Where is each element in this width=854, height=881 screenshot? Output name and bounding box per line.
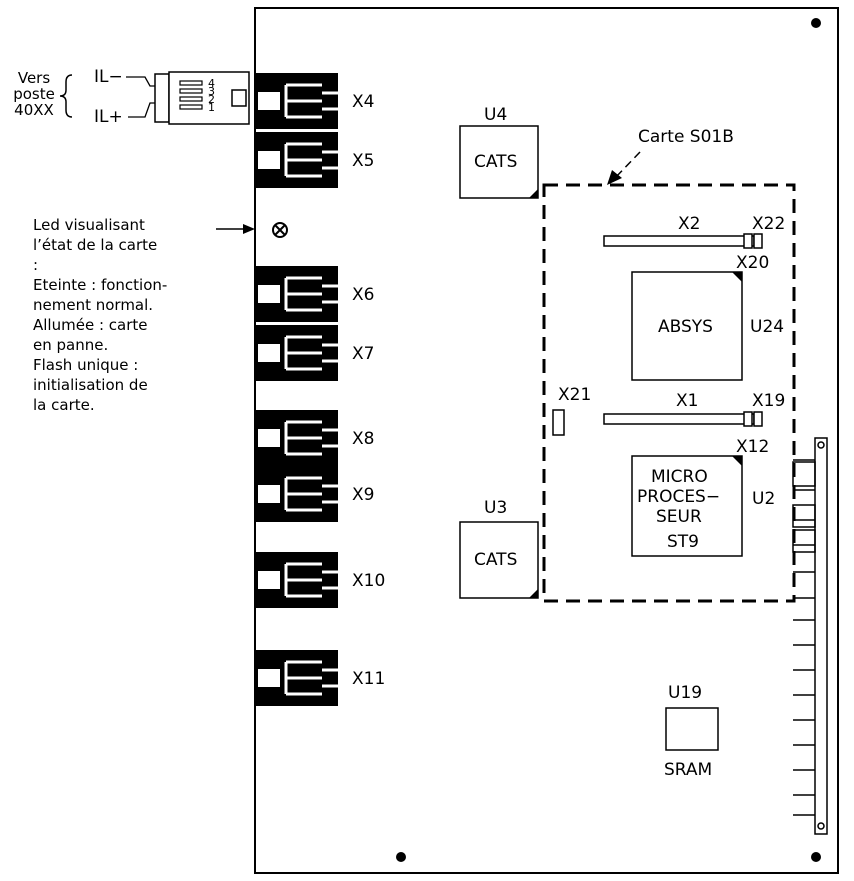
connector-x7: X7	[256, 325, 374, 381]
u4-chip	[459, 125, 539, 199]
u3-ref-label: U3	[484, 498, 507, 518]
connector-x11: X11	[256, 650, 385, 706]
il-plus-label: IL+	[94, 107, 123, 127]
u24-label: U24	[750, 317, 784, 337]
u3-chip	[459, 521, 539, 599]
x19-jumper-a	[743, 411, 753, 427]
x22-jumper-a	[743, 233, 753, 249]
edge-pad	[792, 504, 816, 528]
sram-label: SRAM	[664, 760, 712, 780]
led-line-1: Led visualisant	[33, 216, 145, 234]
il-plus-wire	[128, 102, 155, 118]
connector-x10: X10	[256, 552, 385, 608]
micro-line-1: MICRO	[651, 467, 708, 487]
connector-label-x7: X7	[352, 344, 374, 364]
vers-line-2: poste	[13, 85, 55, 103]
carte-s01b-label: Carte S01B	[638, 127, 734, 147]
u19-ref-label: U19	[668, 683, 702, 703]
x19-label: X19	[752, 391, 785, 411]
x19-jumper-b	[753, 411, 763, 427]
absys-label: ABSYS	[658, 317, 713, 337]
connector-x8: X8	[256, 410, 374, 466]
connector-label-x6: X6	[352, 285, 374, 305]
x1-label: X1	[676, 391, 698, 411]
mount-hole-bottom-left	[396, 852, 406, 862]
connector-label-x4: X4	[352, 92, 374, 112]
carte-arrow-line	[614, 151, 641, 179]
connector-x6: X6	[256, 266, 374, 322]
led-arrow-head	[243, 224, 255, 234]
led-line-2: l’état de la carte	[33, 236, 158, 254]
led-line-3: :	[33, 256, 39, 274]
absys-chip	[631, 271, 743, 381]
u2-label: U2	[752, 489, 775, 509]
x1-slot	[603, 413, 755, 425]
mount-hole-bottom-right	[811, 852, 821, 862]
x2-slot	[603, 235, 755, 247]
connector-label-x10: X10	[352, 571, 385, 591]
u3-pin1-marker	[529, 589, 538, 598]
pin-1-label: 1	[208, 101, 215, 114]
micro-pin1-marker	[732, 456, 742, 466]
connector-label-x9: X9	[352, 485, 374, 505]
microprocessor-chip	[631, 455, 743, 557]
pin-3-label: 3	[208, 85, 215, 98]
mount-hole-top-right	[811, 18, 821, 28]
x22-jumper-b	[753, 233, 763, 249]
connector-label-x11: X11	[352, 669, 385, 689]
led-line-8: Flash unique :	[33, 356, 139, 374]
connector-x5: X5	[256, 132, 374, 188]
x22-label: X22	[752, 214, 785, 234]
connector-x4: X4	[256, 73, 374, 129]
connector-x9: X9	[256, 466, 374, 522]
u4-pin1-marker	[529, 189, 538, 198]
led-line-6: Allumée : carte	[33, 316, 148, 334]
led-line-7: en panne.	[33, 336, 109, 354]
led-line-4: Eteinte : fonction-	[33, 276, 168, 294]
u19-chip	[665, 707, 719, 751]
x12-label: X12	[736, 437, 769, 457]
led-line-10: la carte.	[33, 396, 95, 414]
led-line-5: nement normal.	[33, 296, 154, 314]
vers-poste-label: Vers poste 40XX	[6, 68, 62, 120]
x21-jumper	[552, 409, 565, 436]
st9-label: ST9	[667, 532, 699, 552]
il-minus-wire	[126, 76, 155, 87]
pin-4-label: 4	[208, 77, 215, 90]
board-outline	[254, 7, 839, 874]
x21-label: X21	[558, 385, 591, 405]
edge-pad	[792, 529, 816, 553]
connector-label-x8: X8	[352, 429, 374, 449]
x2-label: X2	[678, 214, 700, 234]
rj-plug: 4 3 2 1	[154, 71, 250, 125]
u4-name-label: CATS	[474, 152, 517, 172]
connector-label-x5: X5	[352, 151, 374, 171]
micro-line-2: PROCES−	[637, 487, 720, 507]
vers-line-1: Vers	[17, 69, 51, 87]
u4-ref-label: U4	[484, 105, 507, 125]
micro-line-3: SEUR	[656, 507, 702, 527]
carte-arrow-head	[607, 170, 622, 185]
led-icon	[272, 222, 288, 238]
led-description: Led visualisant l’état de la carte : Ete…	[33, 215, 199, 415]
absys-pin1-marker	[732, 272, 742, 282]
led-line-9: initialisation de	[33, 376, 148, 394]
il-minus-label: IL−	[94, 67, 123, 87]
vers-line-3: 40XX	[14, 101, 54, 119]
x20-label: X20	[736, 253, 769, 273]
carte-s01b-outline	[542, 183, 796, 603]
edge-connector	[792, 437, 828, 835]
pin-2-label: 2	[208, 93, 215, 106]
edge-pad	[792, 461, 816, 487]
u3-name-label: CATS	[474, 550, 517, 570]
brace-icon	[59, 74, 73, 118]
